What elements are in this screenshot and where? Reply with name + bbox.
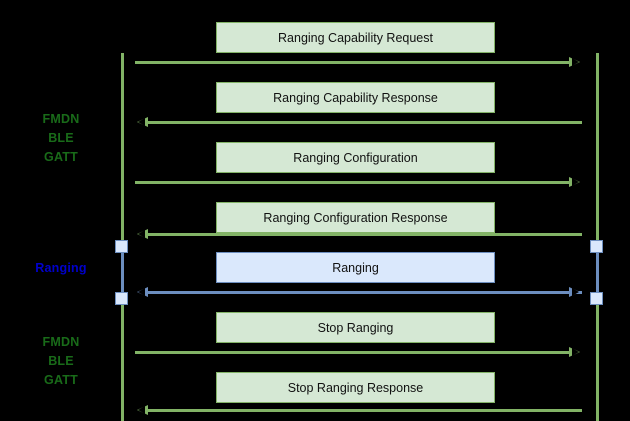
arrow-head-notch — [572, 58, 579, 66]
phase-label-fmdn-ble-gatt-top: FMDN BLE GATT — [42, 112, 80, 164]
arrow-shaft — [146, 409, 582, 412]
left-lifeline-ranging-segment — [121, 242, 124, 301]
right-lifeline-ranging-segment — [596, 242, 599, 301]
arrow-head-notch — [572, 348, 579, 356]
arrow-head-notch — [138, 406, 145, 414]
right-lifeline-lower — [596, 300, 599, 421]
left-lifeline-lower — [121, 300, 124, 421]
arrow-shaft — [135, 351, 571, 354]
message-arrow-ranging-configuration-response — [137, 229, 582, 239]
message-box-stop-ranging: Stop Ranging — [216, 312, 495, 343]
message-arrow-ranging-capability-response — [137, 117, 582, 127]
message-box-ranging-configuration-response: Ranging Configuration Response — [216, 202, 495, 233]
arrow-head-notch — [572, 178, 579, 186]
activation-box-right-ranging-end — [590, 292, 603, 305]
arrow-shaft — [146, 121, 582, 124]
message-box-ranging-capability-request: Ranging Capability Request — [216, 22, 495, 53]
message-box-stop-ranging-response: Stop Ranging Response — [216, 372, 495, 403]
message-box-ranging: Ranging — [216, 252, 495, 283]
phase-label-fmdn-ble-gatt-bottom: FMDN BLE GATT — [42, 335, 80, 387]
activation-box-right-ranging-start — [590, 240, 603, 253]
left-lifeline-upper — [121, 53, 124, 242]
arrow-shaft — [146, 233, 582, 236]
activation-box-left-ranging-start — [115, 240, 128, 253]
message-arrow-ranging-configuration — [135, 177, 580, 187]
phase-label-ranging: Ranging — [35, 261, 87, 275]
arrow-head-notch — [138, 118, 145, 126]
message-arrow-ranging-capability-request — [135, 57, 580, 67]
activation-box-left-ranging-end — [115, 292, 128, 305]
message-arrow-ranging-right — [146, 287, 580, 297]
message-arrow-stop-ranging — [135, 347, 580, 357]
arrow-head-notch — [138, 288, 145, 296]
right-lifeline-upper — [596, 53, 599, 242]
arrow-head-notch — [572, 288, 579, 296]
message-box-ranging-configuration: Ranging Configuration — [216, 142, 495, 173]
arrow-head-notch — [138, 230, 145, 238]
arrow-shaft — [146, 291, 571, 294]
arrow-shaft — [135, 61, 571, 64]
message-box-ranging-capability-response: Ranging Capability Response — [216, 82, 495, 113]
message-arrow-stop-ranging-response — [137, 405, 582, 415]
arrow-shaft — [135, 181, 571, 184]
